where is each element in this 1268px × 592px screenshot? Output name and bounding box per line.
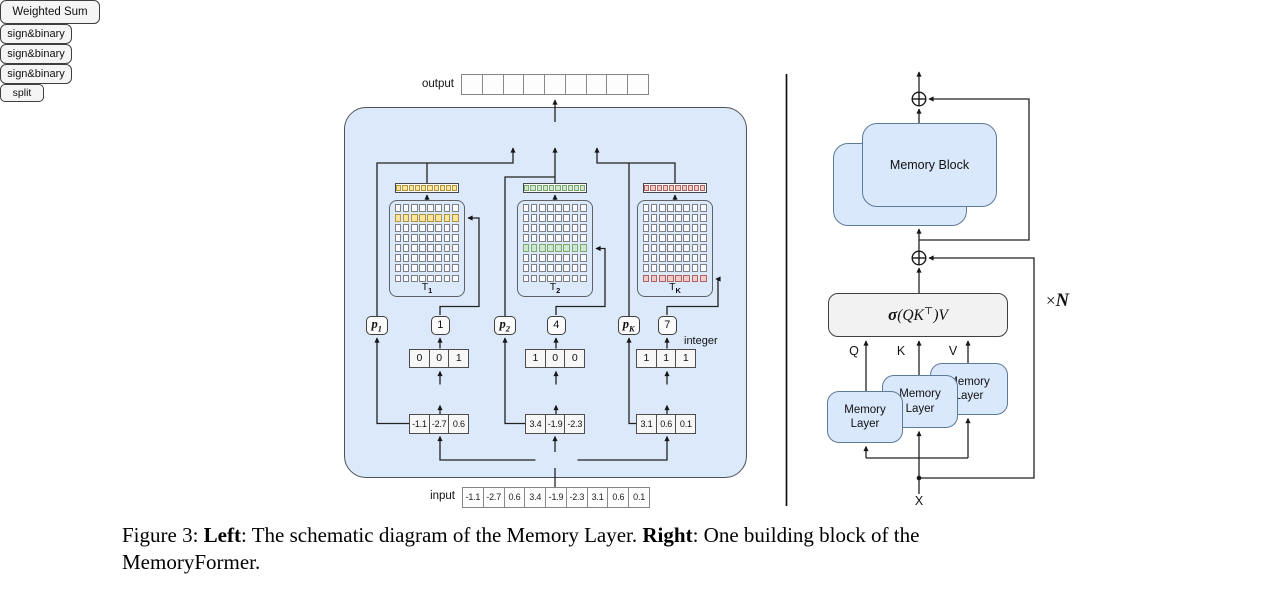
add-node-top-icon [911,91,927,107]
add-node-mid-icon [911,250,927,266]
junction-dot [916,475,922,481]
